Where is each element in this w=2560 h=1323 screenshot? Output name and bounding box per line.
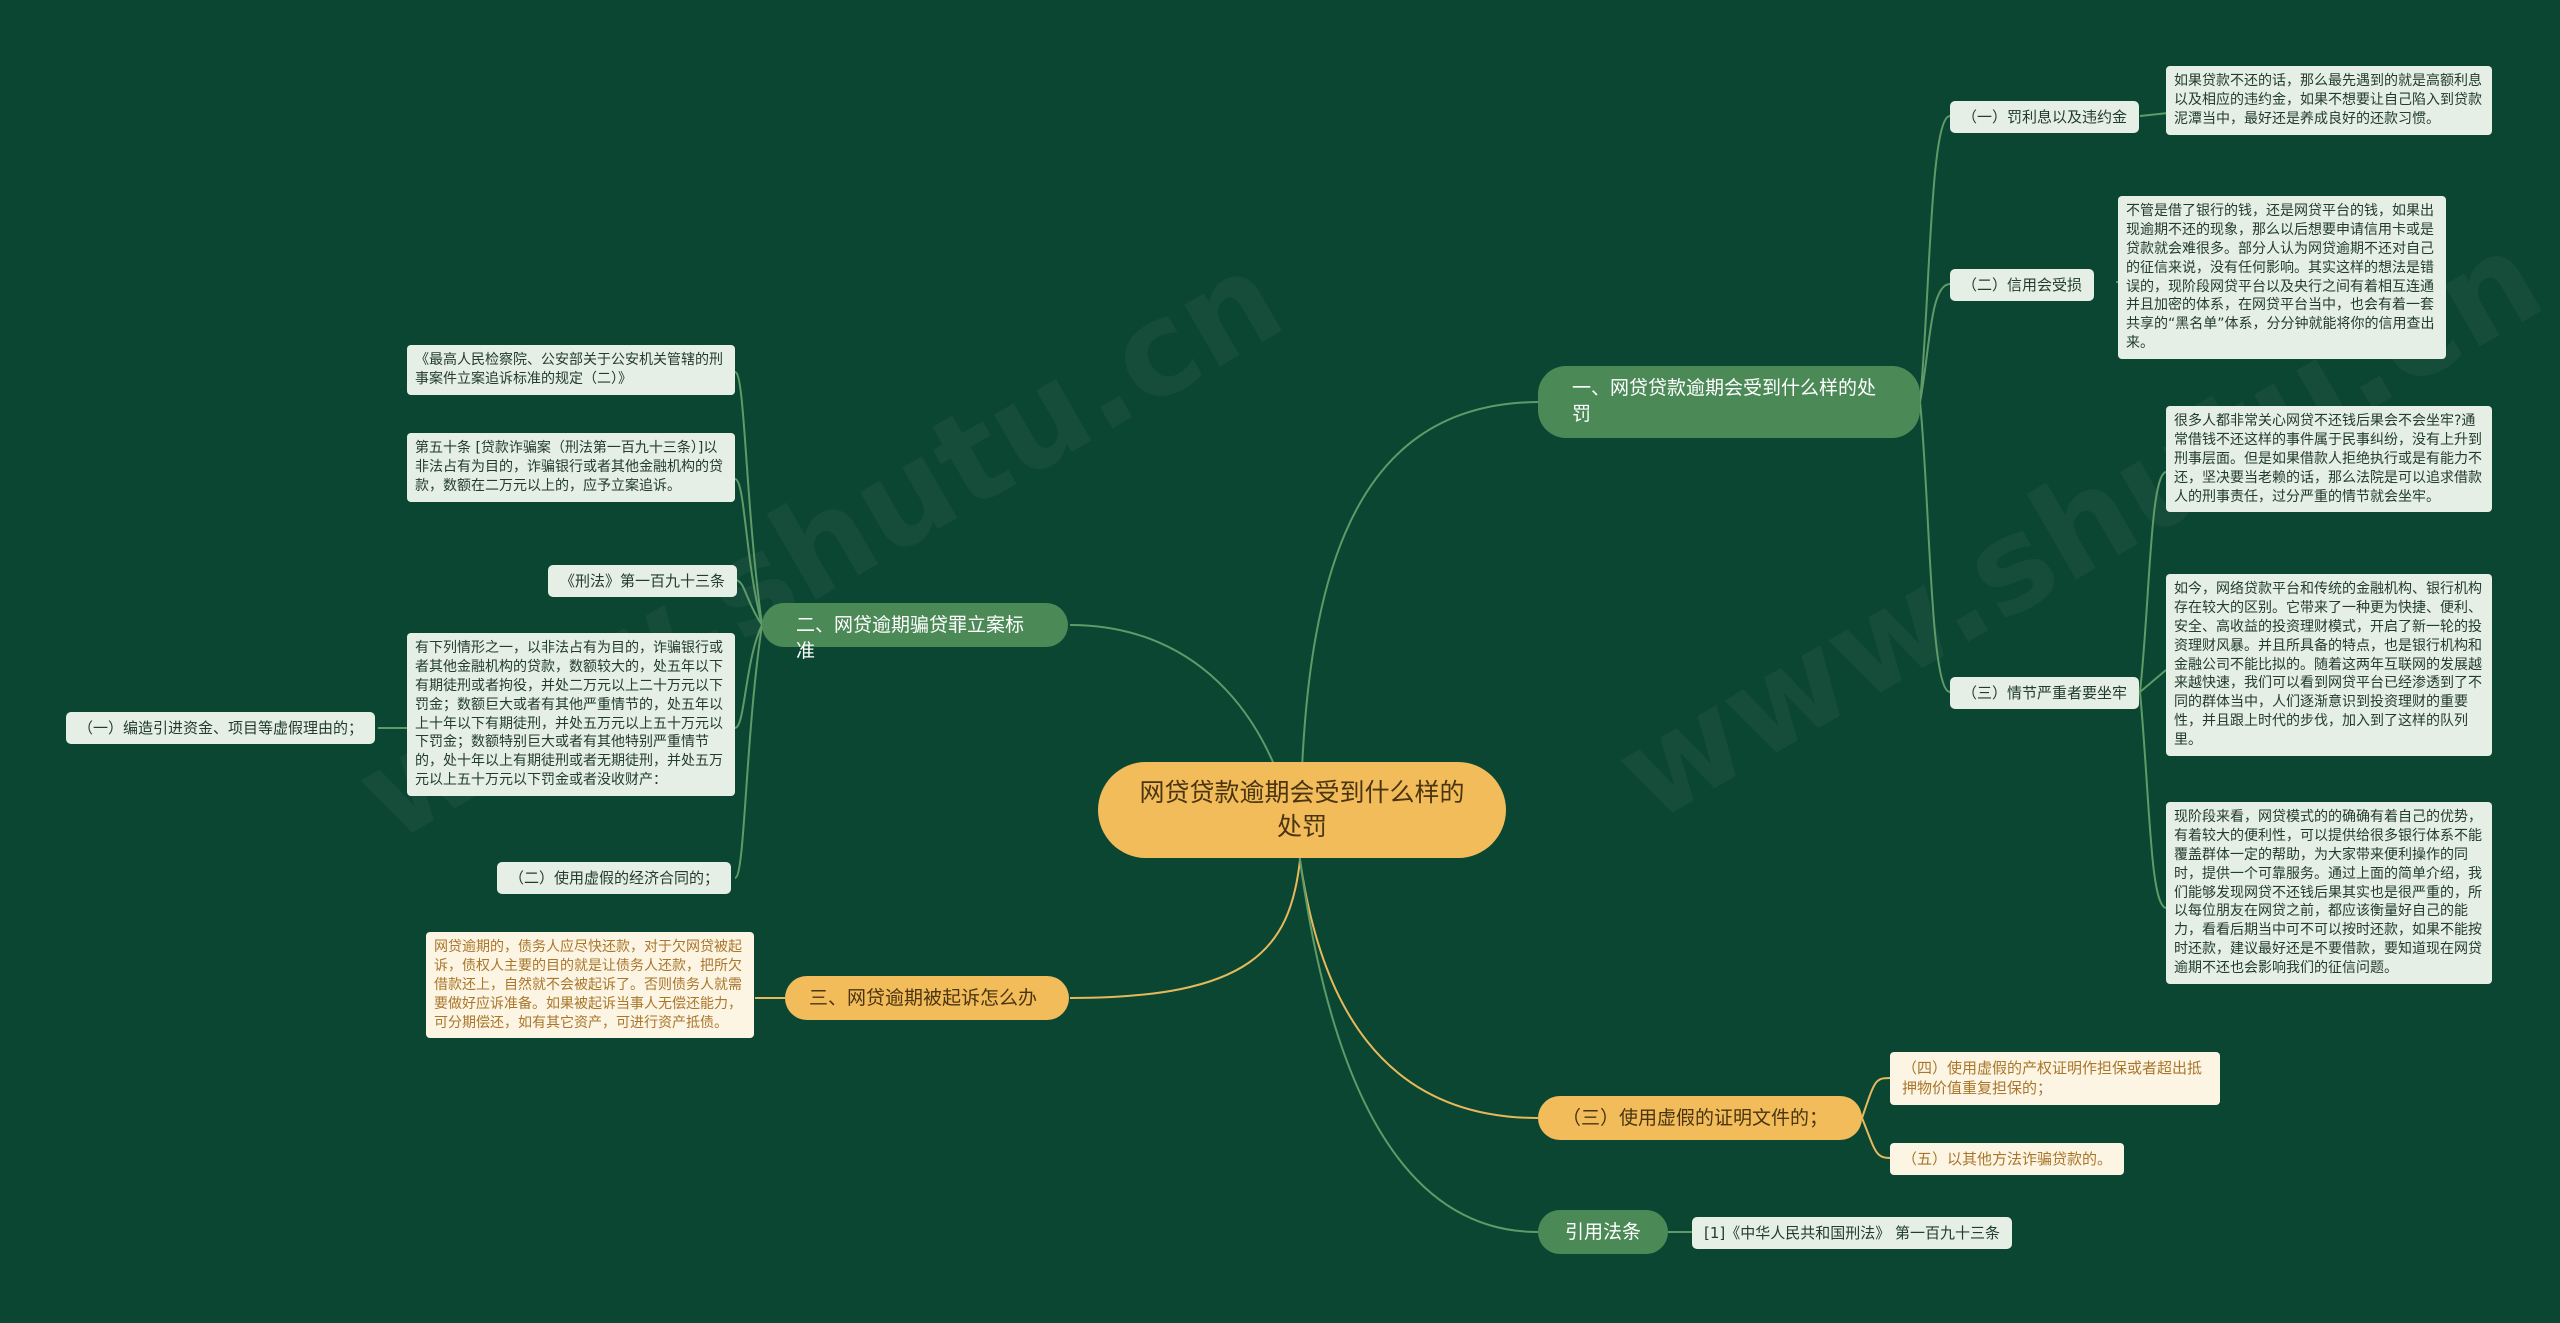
root-topic[interactable]: 网贷贷款逾期会受到什么样的处罚 bbox=[1098, 762, 1506, 858]
leaf-sued-advice: 网贷逾期的，债务人应尽快还款，对于欠网贷被起诉，债权人主要的目的就是让债务人还款… bbox=[426, 932, 754, 1039]
leaf-credit-damage: 不管是借了银行的钱，还是网贷平台的钱，如果出现逾期不还的现象，那么以后想要申请信… bbox=[2118, 196, 2446, 360]
link-b1-s1 bbox=[1919, 115, 1951, 403]
branch-filing-standard[interactable]: 二、网贷逾期骗贷罪立案标准 bbox=[762, 603, 1068, 662]
sub-penalty-interest[interactable]: （一）罚利息以及违约金 bbox=[1950, 101, 2140, 134]
link-root-b5 bbox=[1299, 859, 1539, 1233]
link-b4-c2 bbox=[1861, 1117, 1891, 1159]
link-b1-s2 bbox=[1919, 283, 1951, 403]
leaf-regulation-title: 《最高人民检察院、公安部关于公安机关管辖的刑事案件立案追诉标准的规定（二）》 bbox=[407, 345, 735, 395]
leaf-penalty-interest: 如果贷款不还的话，那么最先遇到的就是高额利息以及相应的违约金，如果不想要让自己陷… bbox=[2166, 66, 2492, 135]
sub-false-contract[interactable]: （二）使用虚假的经济合同的； bbox=[497, 862, 732, 895]
leaf-jail-2: 如今，网络贷款平台和传统的金融机构、银行机构存在较大的区别。它带来了一种更为快捷… bbox=[2166, 574, 2492, 757]
leaf-law-circumstances: 有下列情形之一，以非法占有为目的，诈骗银行或者其他金融机构的贷款，数额较大的，处… bbox=[407, 633, 735, 797]
branch-penalties[interactable]: 一、网贷贷款逾期会受到什么样的处罚 bbox=[1538, 366, 1920, 438]
sub-other-methods[interactable]: （五）以其他方法诈骗贷款的。 bbox=[1890, 1143, 2125, 1176]
leaf-article-50: 第五十条 [贷款诈骗案（刑法第一百九十三条）]以非法占有为目的，诈骗银行或者其他… bbox=[407, 433, 735, 502]
link-root-b4 bbox=[1299, 859, 1539, 1119]
branch-false-certificate[interactable]: （三）使用虚假的证明文件的； bbox=[1538, 1096, 1862, 1140]
sub-fabricated-reason[interactable]: （一）编造引进资金、项目等虚假理由的； bbox=[66, 712, 376, 745]
sub-false-property[interactable]: （四）使用虚假的产权证明作担保或者超出抵押物价值重复担保的； bbox=[1890, 1052, 2220, 1105]
sub-serious-jail[interactable]: （三）情节严重者要坐牢 bbox=[1950, 677, 2140, 710]
branch-sued[interactable]: 三、网贷逾期被起诉怎么办 bbox=[785, 976, 1069, 1020]
link-b2-c2 bbox=[734, 478, 763, 626]
link-root-b3 bbox=[1069, 859, 1301, 999]
link-s3-leaf3 bbox=[2139, 691, 2167, 909]
link-b1-s3 bbox=[1919, 401, 1951, 693]
leaf-jail-1: 很多人都非常关心网贷不还钱后果会不会坐牢?通常借钱不还这样的事件属于民事纠纷，没… bbox=[2166, 406, 2492, 513]
link-root-b1 bbox=[1299, 401, 1541, 861]
branch-cited-law[interactable]: 引用法条 bbox=[1538, 1210, 1668, 1254]
leaf-cited-law: [1]《中华人民共和国刑法》 第一百九十三条 bbox=[1692, 1217, 2013, 1250]
link-b2-c1 bbox=[734, 371, 763, 626]
link-s3-leaf2 bbox=[2139, 669, 2167, 693]
sub-criminal-law-193[interactable]: 《刑法》第一百九十三条 bbox=[548, 565, 738, 598]
link-b2-c3 bbox=[734, 579, 763, 626]
leaf-jail-3: 现阶段来看，网贷模式的的确确有着自己的优势，有着较大的便利性，可以提供给很多银行… bbox=[2166, 802, 2492, 985]
link-s3-leaf1 bbox=[2139, 471, 2167, 693]
link-b2-c5 bbox=[734, 624, 763, 879]
link-b4-c1 bbox=[1861, 1077, 1891, 1119]
sub-credit-damage[interactable]: （二）信用会受损 bbox=[1950, 269, 2095, 302]
link-s1-leaf bbox=[2139, 112, 2169, 117]
link-b2-c4 bbox=[734, 624, 763, 729]
